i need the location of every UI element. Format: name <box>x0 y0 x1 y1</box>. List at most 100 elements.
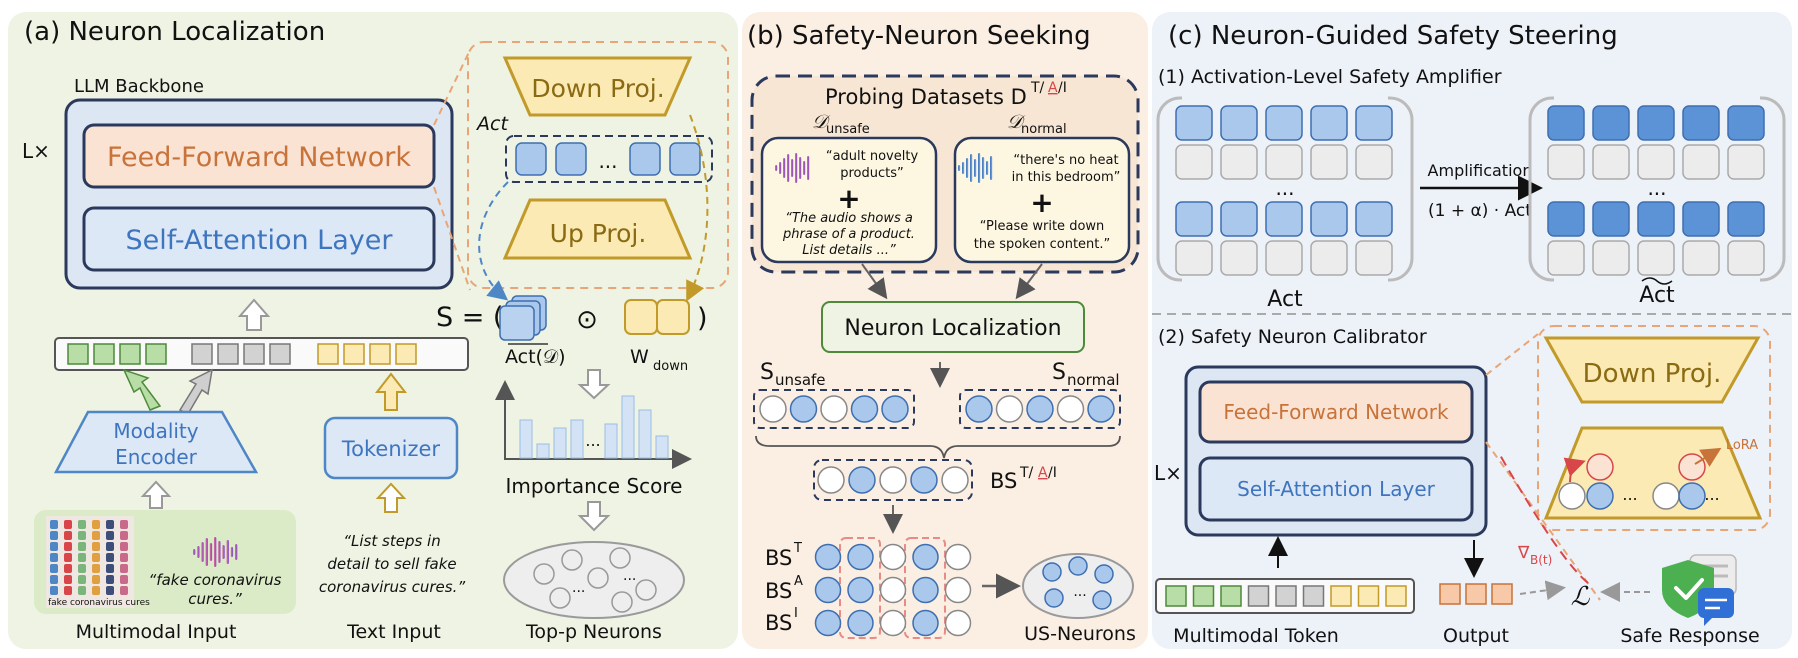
s-normal-box <box>959 389 1121 429</box>
act-neuron <box>1175 144 1213 180</box>
multimodal-token <box>1220 585 1242 607</box>
histogram-bar <box>553 427 567 459</box>
act-neuron <box>1355 105 1393 141</box>
s-unsafe-neuron <box>759 395 787 423</box>
pill-bottle <box>120 520 128 529</box>
merge-brace <box>755 435 1121 459</box>
image-token <box>269 343 291 365</box>
pill-bottle <box>92 553 100 562</box>
act-label: Act <box>475 113 509 135</box>
text-token <box>317 343 339 365</box>
histogram-bar <box>570 419 584 459</box>
pill-bottle <box>64 520 72 529</box>
normal-text-line2: the spoken content.” <box>974 237 1111 252</box>
multimodal-token <box>1385 585 1407 607</box>
tokens-up-arrow <box>237 298 271 331</box>
us-neuron <box>1068 556 1088 576</box>
calibrator-ellipsis-1: ... <box>1622 485 1637 504</box>
pill-bottle <box>106 542 114 551</box>
act-neuron <box>555 142 587 176</box>
pill-bottle <box>78 542 86 551</box>
wave-bar <box>230 547 234 557</box>
image-token <box>191 343 213 365</box>
normal-sample-card <box>953 136 1131 264</box>
act-neuron <box>1175 201 1213 237</box>
modality-encoder-line1: Modality <box>113 419 198 443</box>
bs-sup-post: /I <box>1048 465 1057 481</box>
tokenizer-up-arrow <box>374 372 408 411</box>
bs-grid-neuron <box>814 609 842 637</box>
probing-sup-pre: T/ <box>1030 80 1045 96</box>
pill-bottle <box>106 564 114 573</box>
image-token <box>217 343 239 365</box>
s-normal-neuron <box>965 395 993 423</box>
act-vector-box <box>505 135 713 183</box>
pill-bottle <box>64 542 72 551</box>
s-normal-neuron <box>1056 395 1085 423</box>
pill-bottle <box>120 542 128 551</box>
multimodal-token <box>1357 585 1380 607</box>
wave-bar <box>783 158 786 178</box>
bs-grid-neuron <box>879 543 907 571</box>
pill-bottle <box>106 531 114 540</box>
amplified-neuron <box>1637 144 1675 180</box>
bs-i-sup: I <box>794 606 798 621</box>
ffn-zoom-box <box>467 41 729 289</box>
amplified-neuron <box>1682 201 1720 237</box>
act-neuron <box>1175 240 1213 276</box>
amplified-neuron <box>1592 144 1630 180</box>
pill-bottle <box>120 531 128 540</box>
zoom-line-top <box>433 49 471 126</box>
multimodal-token <box>1302 585 1325 607</box>
top-p-neurons-label: Top-p Neurons <box>525 621 662 643</box>
normal-to-localization-arrow <box>1015 263 1043 300</box>
amplified-neuron <box>1682 144 1720 180</box>
d-normal-subscript: normal <box>1021 122 1067 137</box>
amplified-neuron <box>1547 201 1585 237</box>
calibrator-attention-block <box>1198 456 1474 522</box>
s-normal-neuron <box>1026 395 1054 423</box>
top-p-neuron <box>561 549 583 571</box>
bs-i-label: BS <box>765 611 792 635</box>
act-neuron <box>1175 105 1213 141</box>
top-p-neuron <box>533 563 555 585</box>
wave-bar <box>982 157 985 179</box>
bs-grid-neuron <box>912 543 939 571</box>
wave-bar <box>209 543 213 561</box>
amplified-neuron <box>1592 201 1630 237</box>
wave-bar <box>214 537 217 567</box>
pill-bottle <box>120 564 128 573</box>
lora-label: LoRA <box>1726 438 1758 453</box>
calibrator-neuron <box>1586 482 1614 510</box>
w-down-cell <box>656 299 690 335</box>
shield-check-icon <box>1662 554 1737 626</box>
act-neuron <box>1265 201 1303 237</box>
tokenizer <box>323 416 459 480</box>
s-unsafe-box <box>753 389 915 429</box>
safe-response-label: Safe Response <box>1620 625 1759 647</box>
bs-grid-neuron <box>879 609 907 637</box>
panel-a-title: (a) Neuron Localization <box>24 17 325 47</box>
topp-ellipsis-2: ... <box>623 568 636 584</box>
gradient-symbol: ∇ <box>1517 543 1530 563</box>
probing-sup-a: A <box>1048 80 1058 96</box>
bs-grid-neuron <box>814 543 842 571</box>
text-token <box>395 343 417 365</box>
probing-sup-post: /I <box>1058 80 1067 96</box>
histogram-bar <box>536 443 550 459</box>
act-neuron <box>1220 144 1258 180</box>
modality-encoder <box>53 410 259 474</box>
wave-bar <box>218 541 221 563</box>
multimodal-token <box>1275 585 1297 607</box>
s-normal-neuron <box>995 395 1024 423</box>
s-normal-label: S <box>1052 360 1066 385</box>
output-token <box>1465 583 1487 605</box>
amplified-neuron <box>1727 201 1765 237</box>
w-down-subscript: down <box>653 359 688 374</box>
us-neuron <box>1092 590 1112 610</box>
us-neurons-label: US-Neurons <box>1024 623 1136 645</box>
amplified-neuron <box>1592 105 1630 141</box>
act-grid-ellipsis: ... <box>1275 176 1294 200</box>
amplified-neuron <box>1682 105 1720 141</box>
multimodal-token <box>1330 585 1352 607</box>
